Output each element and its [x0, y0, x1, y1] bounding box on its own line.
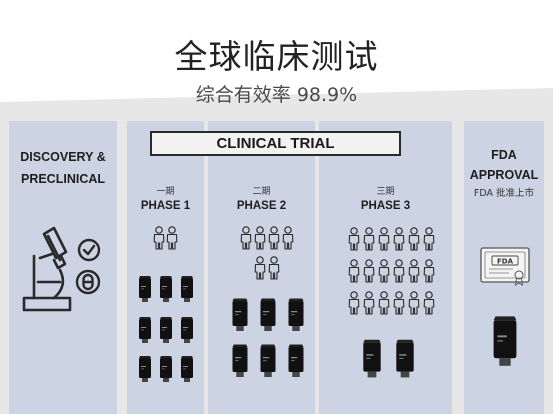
phase3-label-en: PHASE 3	[360, 200, 411, 212]
check-circle-icon	[77, 238, 101, 262]
page-title: 全球临床测试	[174, 37, 379, 76]
phase3-label-cn: 三期	[376, 187, 395, 197]
phase3-participants	[348, 227, 435, 315]
fda-label-line2: APPROVAL	[469, 168, 539, 182]
discovery-label: DISCOVERY & PRECLINICAL	[9, 146, 117, 190]
phase2-product-tubes	[232, 298, 304, 377]
phase2-participants	[240, 226, 294, 280]
fda-product-tube	[493, 316, 517, 366]
clinical-trial-banner: CLINICAL TRIAL	[150, 131, 401, 156]
fda-certificate-text: FDA	[497, 257, 514, 265]
phase2-label-cn: 二期	[252, 187, 271, 197]
microscope-icon	[22, 226, 72, 312]
capsule-circle-icon	[75, 269, 101, 295]
fda-certificate-icon: FDA	[480, 247, 530, 286]
phase1-label-en: PHASE 1	[140, 200, 191, 212]
discovery-label-line2: PRECLINICAL	[20, 172, 106, 186]
discovery-column	[9, 121, 117, 414]
fda-label: FDA APPROVAL	[464, 145, 544, 185]
phase1-product-tubes	[139, 276, 193, 382]
phase3-product-tubes	[363, 339, 414, 378]
fda-label-cn: FDA 批准上市	[473, 188, 535, 199]
phase1-label-cn: 一期	[156, 187, 175, 197]
page-subtitle: 综合有效率 98.9%	[195, 84, 358, 106]
phase2-label-en: PHASE 2	[236, 200, 287, 212]
fda-label-line1: FDA	[491, 148, 517, 162]
phase1-participants	[153, 226, 178, 250]
discovery-label-line1: DISCOVERY &	[20, 150, 106, 164]
